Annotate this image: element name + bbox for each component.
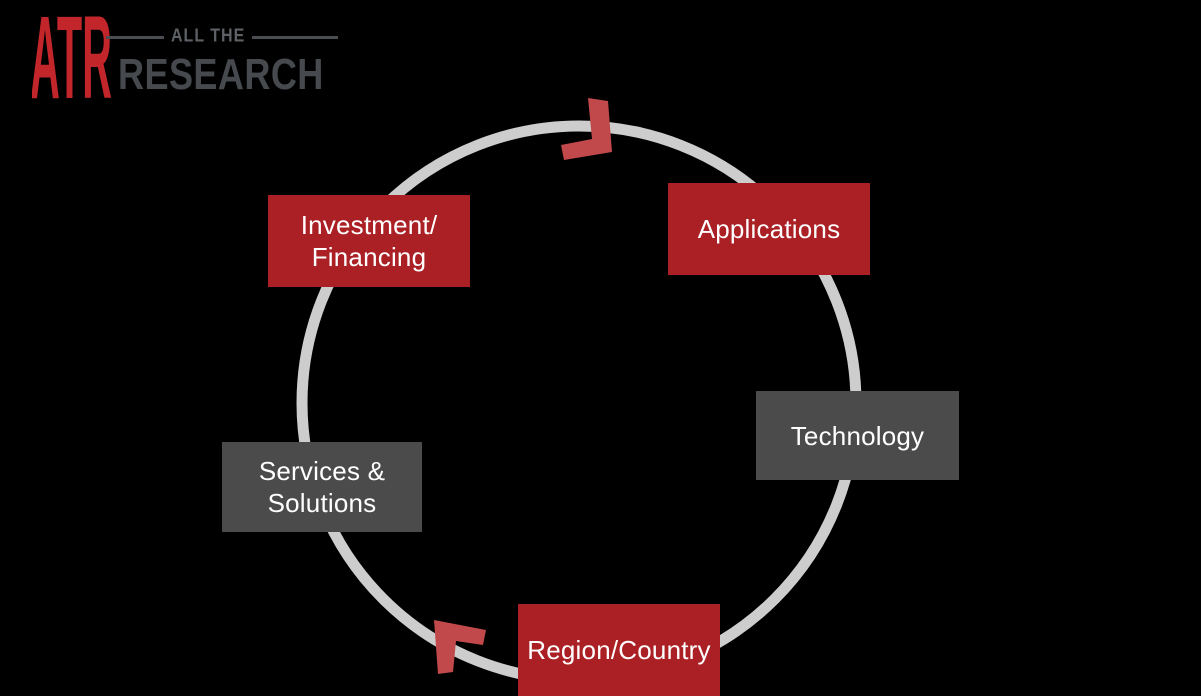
- atr-monogram-icon: ATR: [32, 8, 112, 104]
- logo-rule-left: [106, 35, 164, 39]
- cycle-arrow-top-icon: [561, 98, 612, 160]
- node-label-line: Services &: [258, 456, 386, 486]
- logo-title-text: RESEARCH: [118, 50, 324, 99]
- logo-rule-right: [252, 35, 338, 39]
- node-services-solutions: Services & Solutions: [222, 442, 422, 532]
- logo-tagline: ALL THE: [106, 26, 338, 47]
- all-the-research-logo: ATR ALL THE RESEARCH: [20, 6, 340, 106]
- node-label-line: Financing: [311, 242, 427, 272]
- logo-tagline-text: ALL THE: [171, 26, 246, 47]
- node-investment-financing: Investment/ Financing: [268, 195, 470, 287]
- node-label-line: Investment/: [300, 210, 438, 240]
- node-region-country: Region/Country: [518, 604, 720, 696]
- cycle-arrow-bottom-icon: [434, 620, 486, 674]
- node-label-line: Applications: [697, 214, 841, 244]
- node-label-line: Technology: [790, 420, 925, 451]
- logo-monogram-text: ATR: [32, 8, 112, 104]
- node-technology: Technology: [756, 391, 959, 480]
- node-label-line: Solutions: [267, 488, 377, 518]
- node-label-line: Region/Country: [527, 635, 711, 665]
- node-applications: Applications: [668, 183, 870, 275]
